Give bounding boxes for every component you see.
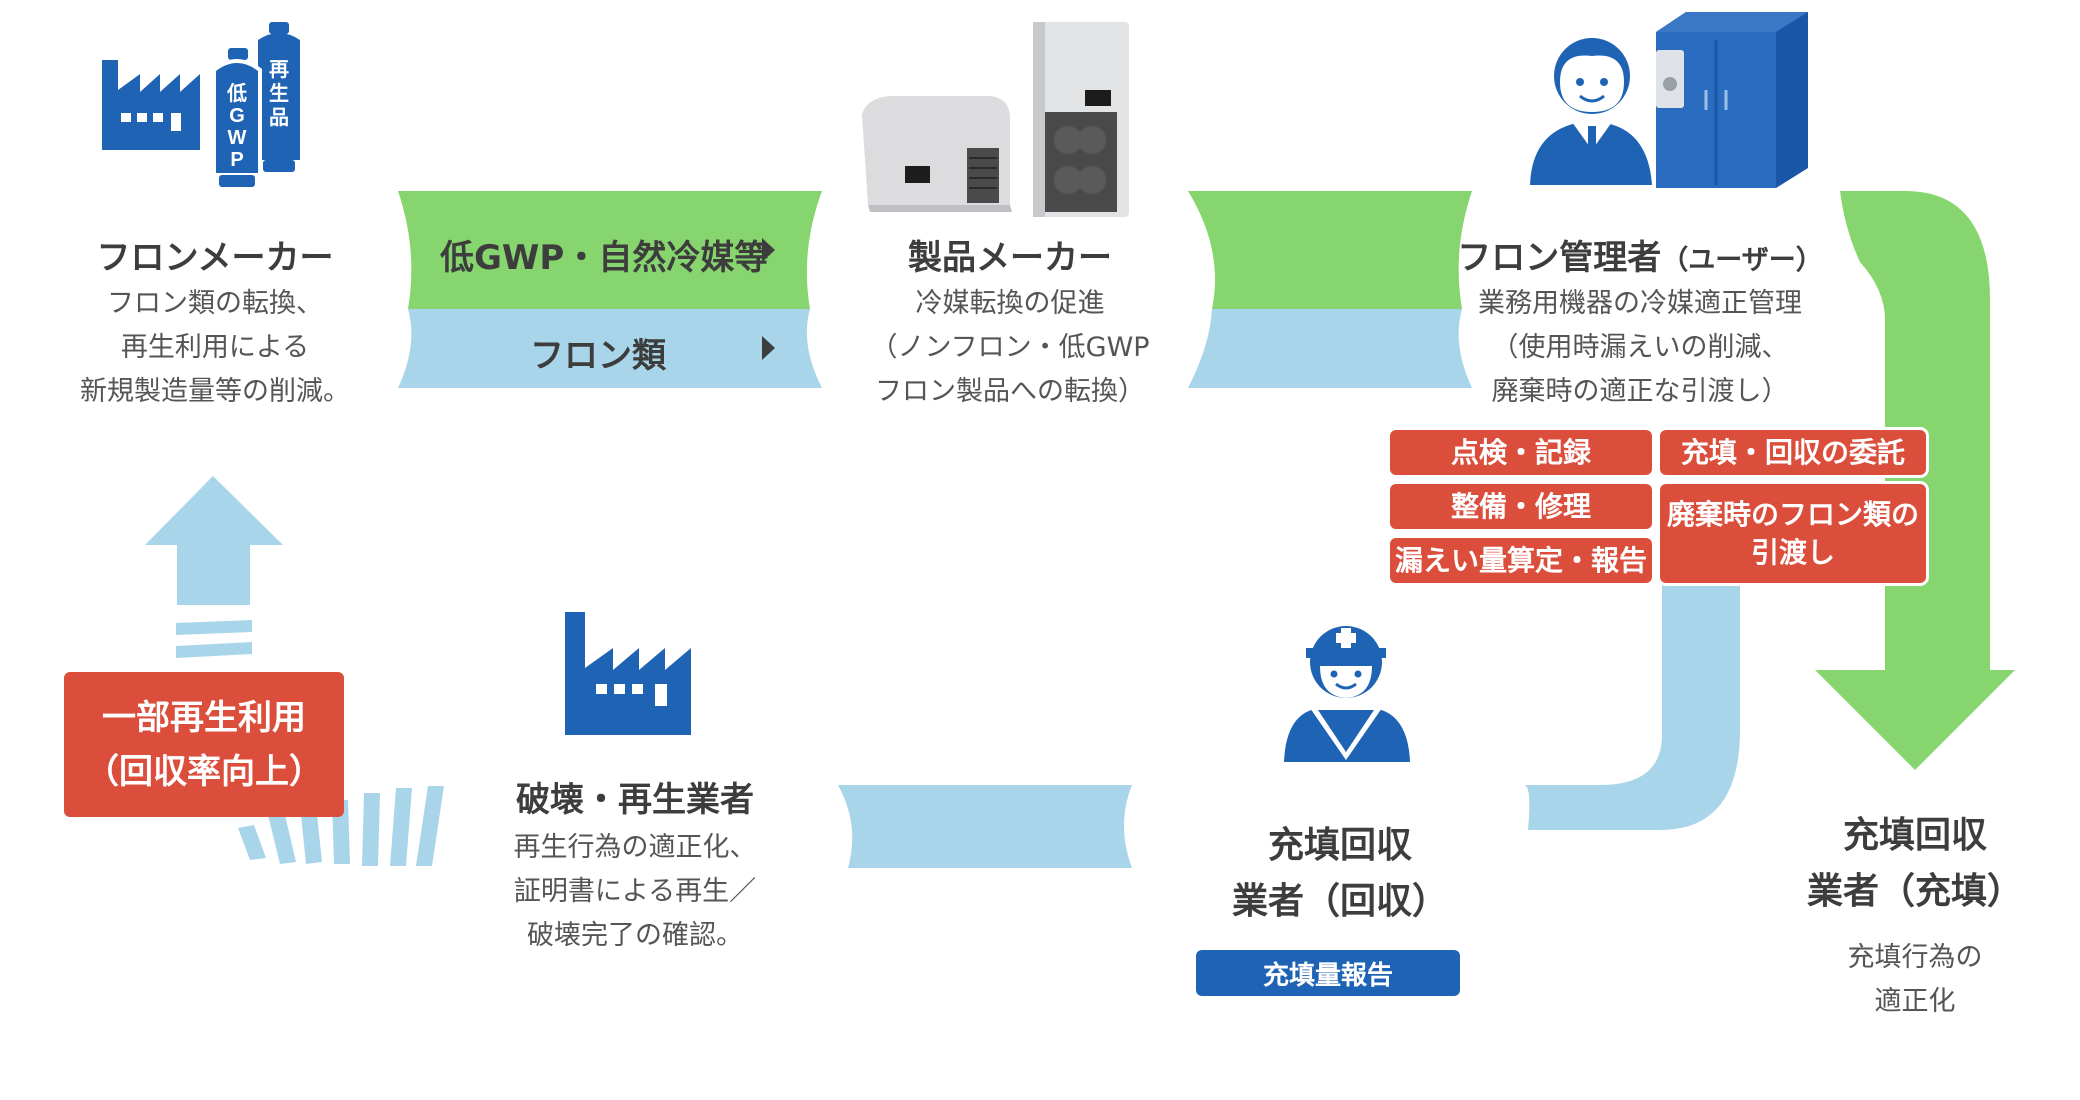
factory-icon — [102, 60, 200, 150]
product-maker-title: 製品メーカー — [908, 238, 1112, 278]
green-down-arrow — [1815, 191, 2015, 770]
dash-stripe — [176, 620, 252, 635]
cylinder-label-right: 再生品 — [269, 59, 289, 129]
arrow-right-icon — [762, 238, 775, 262]
worker-icon — [1284, 626, 1410, 762]
cylinder-char: 品 — [269, 106, 289, 129]
cylinder-char: G — [229, 105, 245, 127]
green-flow-band-2 — [1188, 191, 1472, 309]
task-consign: 充填・回収の委託 — [1660, 430, 1926, 475]
filler-desc: 充填行為の 適正化 — [1847, 942, 1983, 1017]
manager-desc: 業務用機器の冷媒適正管理 （使用時漏えいの削減、 廃棄時の適正な引渡し） — [1478, 288, 1802, 407]
gas-cylinder-icon — [212, 22, 300, 187]
blue-up-arrow — [145, 476, 283, 605]
cylinder-char: W — [228, 127, 247, 149]
air-conditioner-icon — [862, 22, 1129, 217]
arrow-right-icon — [762, 336, 775, 360]
task-inspect-record: 点検・記録 — [1390, 430, 1652, 475]
collector-title: 充填回収 業者（回収） — [1231, 825, 1448, 922]
showcase-cabinet-icon — [1656, 12, 1808, 188]
cylinder-char: 再 — [269, 59, 289, 81]
destroyer-title: 破壊・再生業者 — [516, 780, 754, 820]
dash-stripe — [176, 642, 252, 658]
green-flow-label: 低GWP・自然冷媒等 — [440, 238, 769, 278]
businessman-icon — [1530, 38, 1652, 185]
maker-title: フロンメーカー — [96, 238, 334, 278]
factory-icon — [565, 612, 691, 735]
cylinder-char: P — [230, 149, 243, 171]
destroyer-desc: 再生行為の適正化、 証明書による再生／ 破壊完了の確認。 — [513, 832, 757, 951]
product-maker-desc: 冷媒転換の促進 （ノンフロン・低GWP フロン製品への転換） — [870, 288, 1150, 407]
filler-title: 充填回収 業者（充填） — [1806, 815, 2023, 912]
task-leak-report: 漏えい量算定・報告 — [1390, 538, 1652, 583]
task-maintain-repair: 整備・修理 — [1390, 484, 1652, 529]
green-flow-band-1 — [398, 191, 822, 309]
maker-desc: フロン類の転換、 再生利用による 新規製造量等の削減。 — [80, 288, 350, 407]
blue-flow-label: フロン類 — [530, 336, 666, 376]
manager-title: フロン管理者（ユーザー） — [1457, 238, 1823, 278]
curved-dash-stripes — [238, 786, 444, 866]
task-handover: 廃棄時のフロン類の 引渡し — [1660, 484, 1926, 583]
blue-return-band — [1524, 585, 1740, 830]
cylinder-char: 生 — [269, 82, 289, 105]
blue-flow-band-3 — [838, 785, 1132, 868]
partial-recycle-box: 一部再生利用 （回収率向上） — [64, 672, 344, 817]
blue-flow-band-1 — [398, 309, 822, 388]
fill-amount-report-badge: 充填量報告 — [1196, 950, 1460, 996]
cylinder-char: 低 — [226, 81, 247, 105]
blue-flow-band-2 — [1188, 309, 1472, 388]
